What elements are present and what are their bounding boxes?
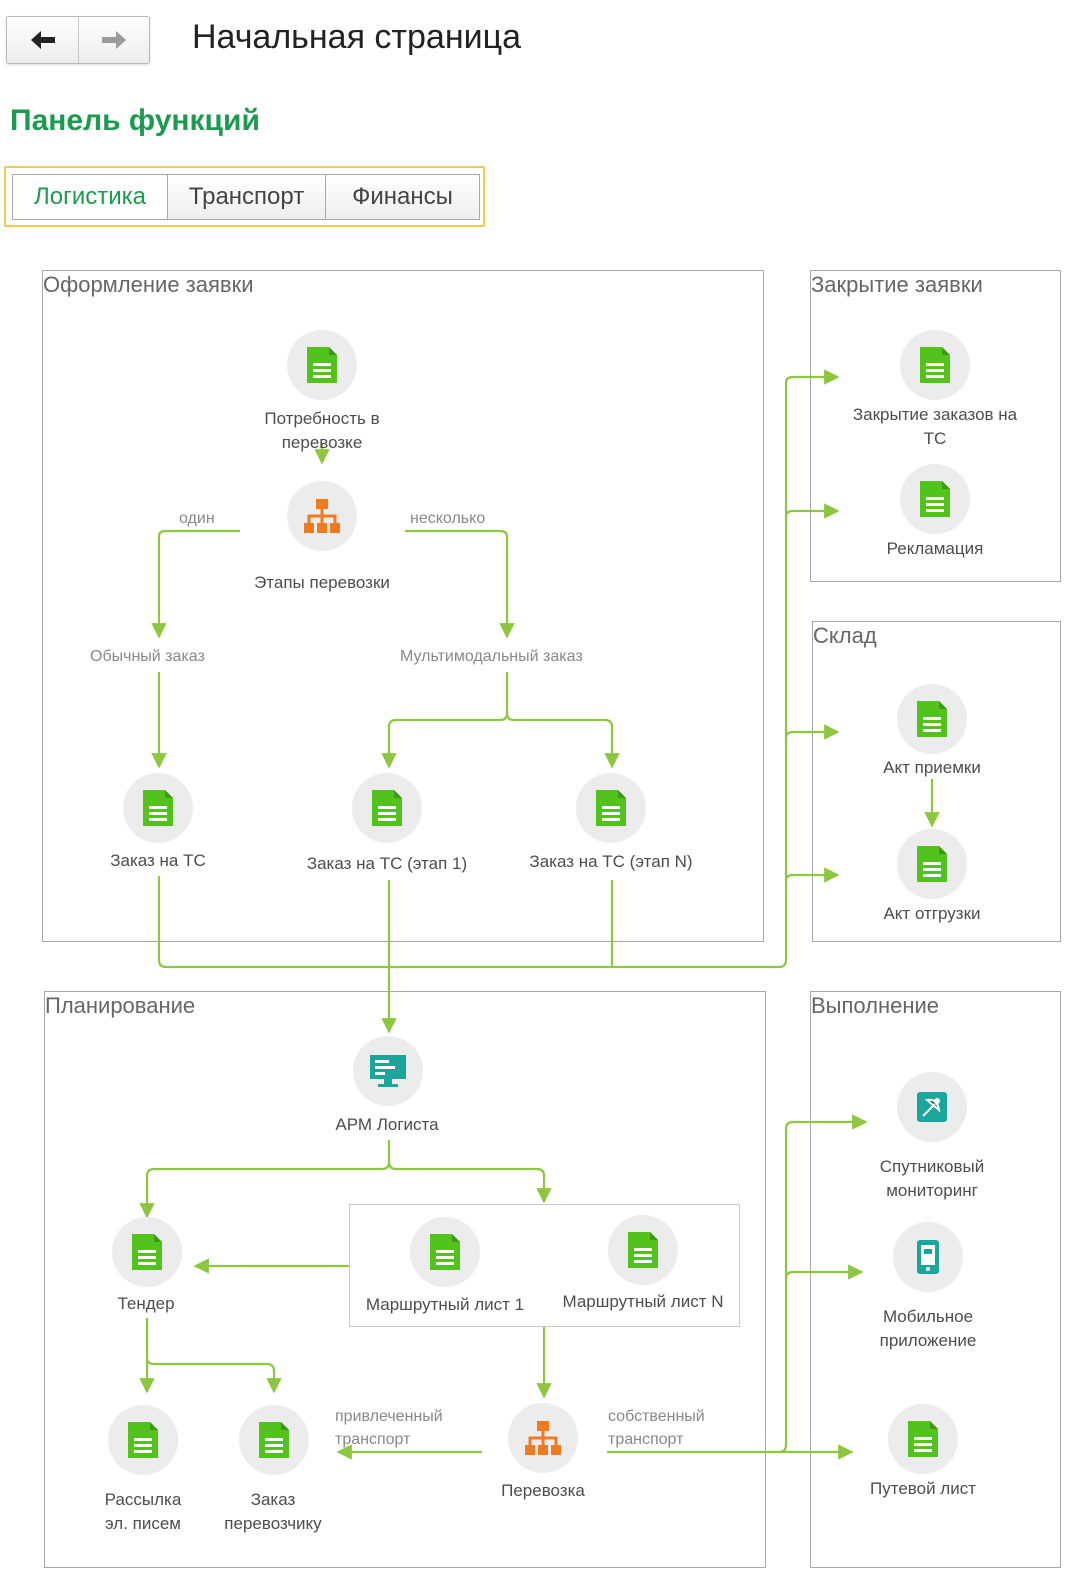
- function-panel-title: Панель функций: [10, 104, 260, 137]
- edge-label-hired: привлеченный транспорт: [335, 1408, 443, 1448]
- edge-arm-routes: [387, 1161, 552, 1204]
- node-need-label: Потребность в перевозке: [264, 409, 380, 452]
- group-warehouse: [812, 621, 1061, 942]
- satellite-icon: [917, 1092, 947, 1122]
- edge-to-ship: [784, 867, 840, 883]
- node-mailing[interactable]: [108, 1405, 178, 1475]
- node-mailing-label: Рассылка эл. писем: [104, 1490, 182, 1533]
- node-ship-act-label: Акт отгрузки: [883, 904, 981, 923]
- node-order-stagen[interactable]: [576, 773, 646, 843]
- edge-order-collect: [157, 369, 840, 969]
- document-icon: [430, 1234, 460, 1270]
- edge-exec-mobile: [784, 1264, 864, 1280]
- node-routen-label: Маршрутный лист N: [562, 1292, 724, 1311]
- group-order: [42, 270, 764, 942]
- node-waybill[interactable]: [888, 1404, 958, 1474]
- document-icon: [372, 790, 402, 826]
- edge-arm-split: [139, 1140, 391, 1219]
- node-stages-label: Этапы перевозки: [254, 573, 390, 592]
- node-route1[interactable]: [410, 1217, 480, 1287]
- document-icon: [920, 481, 950, 517]
- function-tabs: Логистика Транспорт Финансы: [4, 166, 485, 227]
- edge-exec-trunk: [778, 1114, 868, 1454]
- node-carrier-order[interactable]: [239, 1405, 309, 1475]
- tab-transport[interactable]: Транспорт: [167, 174, 326, 220]
- edge-label-own: собственный транспорт: [608, 1408, 705, 1448]
- back-button[interactable]: [7, 17, 79, 63]
- node-transport[interactable]: [508, 1403, 578, 1473]
- edge-label-regular: Обычный заказ: [90, 648, 205, 665]
- document-icon: [128, 1422, 158, 1458]
- edge-label-several: несколько: [410, 510, 486, 527]
- forward-button[interactable]: [78, 17, 149, 63]
- edge-multi-split: [381, 672, 509, 769]
- document-icon: [143, 790, 173, 826]
- document-icon: [596, 790, 626, 826]
- node-mobile-label: Мобильное приложение: [879, 1307, 977, 1350]
- document-icon: [920, 347, 950, 383]
- group-order-title: Оформление заявки: [43, 272, 254, 297]
- edge-multi-split-right: [505, 712, 620, 769]
- edge-several: [405, 529, 515, 639]
- node-close-orders[interactable]: [900, 330, 970, 400]
- node-order-tc[interactable]: [123, 773, 193, 843]
- node-arm[interactable]: [353, 1036, 423, 1106]
- document-icon: [917, 846, 947, 882]
- tab-finance[interactable]: Финансы: [325, 174, 480, 220]
- edge-one: [151, 529, 240, 639]
- document-icon: [908, 1421, 938, 1457]
- group-planning: [44, 991, 766, 1568]
- navigation-buttons: [6, 16, 150, 64]
- node-accept-act[interactable]: [897, 684, 967, 754]
- node-ship-act[interactable]: [897, 829, 967, 899]
- edge-label-one: один: [179, 510, 215, 527]
- hierarchy-icon: [525, 1421, 561, 1455]
- node-satellite[interactable]: [897, 1072, 967, 1142]
- node-accept-act-label: Акт приемки: [883, 758, 981, 777]
- group-planning-title: Планирование: [45, 993, 196, 1018]
- edge-label-multimodal: Мультимодальный заказ: [400, 648, 583, 665]
- group-warehouse-title: Склад: [813, 623, 877, 648]
- document-icon: [628, 1232, 658, 1268]
- node-order-tc-label: Заказ на ТС: [110, 851, 206, 870]
- page-title: Начальная страница: [192, 18, 521, 56]
- arrow-left-icon: [30, 31, 55, 49]
- node-order-stage1[interactable]: [352, 773, 422, 843]
- edge-tender-carrier: [145, 1357, 282, 1394]
- group-closing: [810, 270, 1061, 582]
- node-arm-label: АРМ Логиста: [335, 1115, 439, 1134]
- node-route1-label: Маршрутный лист 1: [365, 1295, 525, 1314]
- node-order-stage1-label: Заказ на ТС (этап 1): [306, 854, 468, 873]
- node-waybill-label: Путевой лист: [870, 1479, 976, 1498]
- node-carrier-order-label: Заказ перевозчику: [224, 1490, 322, 1533]
- document-icon: [259, 1422, 289, 1458]
- node-transport-label: Перевозка: [501, 1481, 585, 1500]
- node-close-orders-label: Закрытие заказов на ТС: [852, 405, 1018, 448]
- monitor-icon: [370, 1055, 406, 1087]
- node-tender[interactable]: [112, 1217, 182, 1287]
- edge-to-claim: [784, 503, 840, 519]
- edge-to-accept: [784, 724, 840, 740]
- node-claim[interactable]: [900, 464, 970, 534]
- document-icon: [132, 1234, 162, 1270]
- node-need[interactable]: [287, 330, 357, 400]
- node-satellite-label: Спутниковый мониторинг: [879, 1157, 985, 1200]
- node-tender-label: Тендер: [117, 1294, 175, 1313]
- node-mobile[interactable]: [893, 1222, 963, 1292]
- node-order-stagen-label: Заказ на ТС (этап N): [529, 852, 693, 871]
- document-icon: [917, 701, 947, 737]
- group-execution-title: Выполнение: [811, 993, 940, 1018]
- mobile-icon: [917, 1240, 939, 1274]
- hierarchy-icon: [304, 499, 340, 533]
- document-icon: [307, 347, 337, 383]
- group-closing-title: Закрытие заявки: [811, 272, 983, 297]
- node-claim-label: Рекламация: [886, 539, 984, 558]
- node-routen[interactable]: [608, 1215, 678, 1285]
- arrow-right-icon: [101, 31, 126, 49]
- group-execution: [810, 991, 1061, 1568]
- route-sheets-group: [349, 1204, 740, 1327]
- node-stages[interactable]: [287, 481, 357, 551]
